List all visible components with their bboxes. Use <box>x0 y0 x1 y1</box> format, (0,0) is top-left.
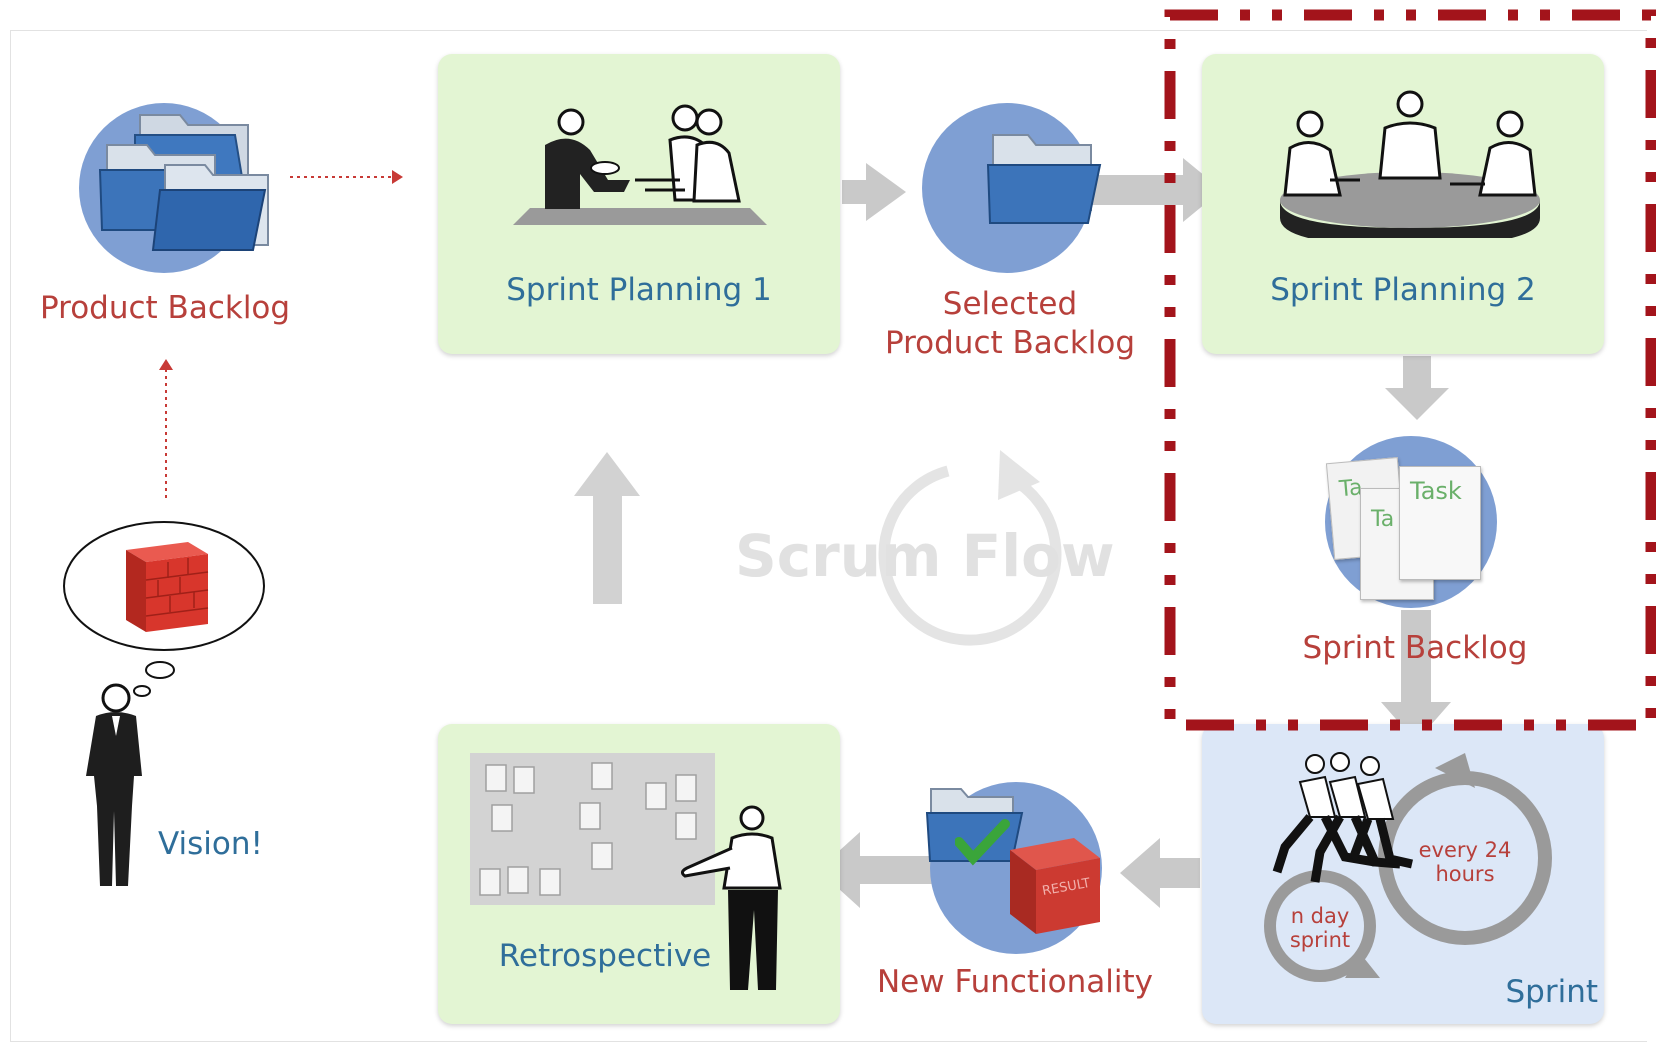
board-icon <box>470 753 715 905</box>
arrow-sp2-to-sprint-backlog <box>1385 356 1449 420</box>
task-paper-front-text: Task <box>1410 477 1462 505</box>
board-notes <box>479 762 697 896</box>
dotted-arrow-right-head <box>392 170 403 184</box>
folder-icon <box>986 134 1102 224</box>
selected-backlog-label-line2: Product Backlog <box>884 325 1136 361</box>
sprint-length-label-line1: n day <box>1290 904 1350 928</box>
dotted-arrow-up-head <box>159 359 173 370</box>
runners-icon <box>1272 752 1413 883</box>
sprint-length-label-line2: sprint <box>1289 928 1351 952</box>
daily-cycle-label-line2: hours <box>1435 862 1495 886</box>
arrow-sprint-to-new-functionality <box>1120 838 1200 908</box>
sprint-backlog-label: Sprint Backlog <box>1302 630 1528 666</box>
scrum-flow-title: Scrum Flow <box>735 522 1115 590</box>
sprint-planning-1-box <box>438 54 840 354</box>
round-table-meeting-icon <box>1280 90 1540 238</box>
arrow-new-functionality-to-retrospective <box>818 832 935 908</box>
arrow-up-to-sp1 <box>574 452 640 604</box>
scrum-flow-cycle-icon <box>878 450 1062 646</box>
selected-backlog-label-line1: Selected <box>942 286 1078 322</box>
presenter-icon <box>680 805 782 990</box>
new-functionality-label: New Functionality <box>876 964 1154 1000</box>
task-paper-front: Task <box>1399 466 1481 580</box>
sprint-planning-1-label: Sprint Planning 1 <box>506 272 772 308</box>
task-papers-icon: Ta Ta Task <box>1325 457 1505 600</box>
vision-label: Vision! <box>158 826 263 862</box>
brick-wall-icon <box>126 542 209 632</box>
result-cube-icon: RESULT <box>1000 830 1108 938</box>
sprint-planning-2-label: Sprint Planning 2 <box>1270 272 1536 308</box>
people-meeting-icon <box>513 104 767 225</box>
result-cube-shape <box>1010 838 1100 934</box>
businessman-icon <box>86 683 142 886</box>
sprint-label: Sprint <box>1505 974 1598 1010</box>
arrow-sp1-to-selected <box>842 163 906 221</box>
product-backlog-label: Product Backlog <box>40 290 291 326</box>
retrospective-label: Retrospective <box>498 938 712 974</box>
checkmark-icon <box>955 819 1010 866</box>
folder-stack-icon <box>98 114 269 251</box>
task-paper-mid-text: Ta <box>1371 507 1395 532</box>
daily-cycle-label-line1: every 24 <box>1418 838 1512 862</box>
